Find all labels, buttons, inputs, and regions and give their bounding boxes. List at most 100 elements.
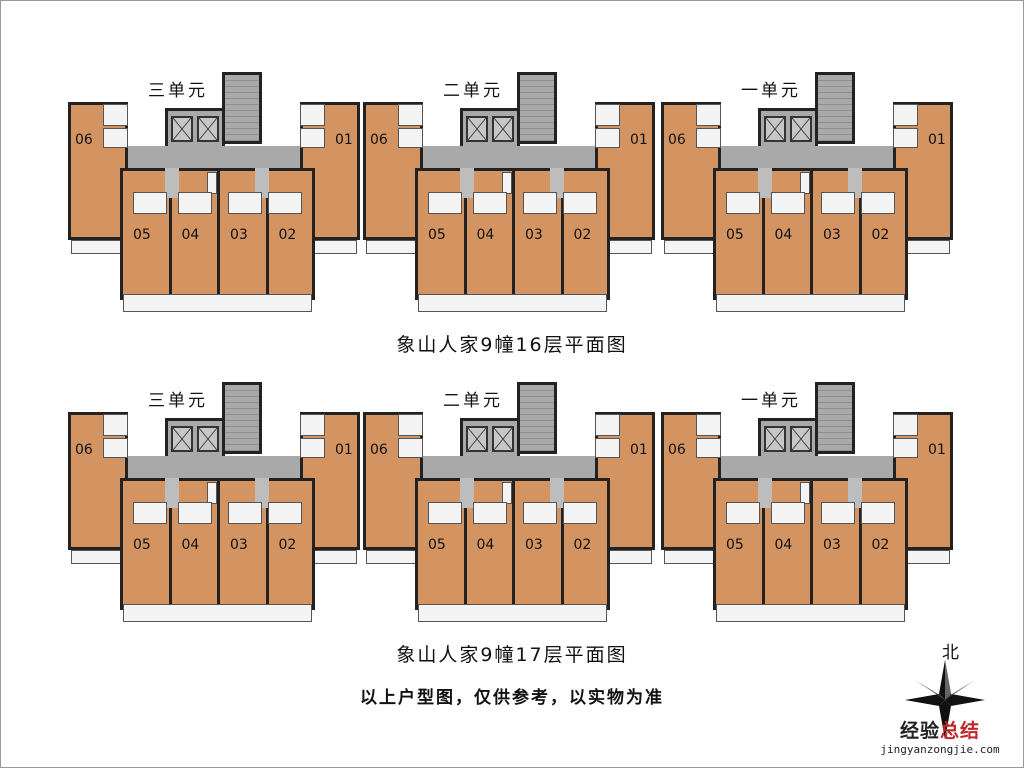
apartment-number: 03 bbox=[823, 227, 841, 243]
apartment-number: 06 bbox=[668, 442, 686, 458]
bathroom bbox=[103, 414, 128, 436]
apartment-wall bbox=[761, 478, 765, 610]
bathroom bbox=[178, 192, 212, 214]
corridor bbox=[415, 146, 610, 172]
apartment-number: 02 bbox=[573, 537, 592, 553]
unit-label: 一单元 bbox=[741, 81, 801, 101]
shaft bbox=[502, 172, 512, 194]
elevator-icon bbox=[466, 426, 488, 452]
plan-title: 象山人家9幢17层平面图 bbox=[396, 644, 628, 666]
plan-title: 象山人家9幢16层平面图 bbox=[396, 334, 628, 356]
bathroom bbox=[821, 192, 855, 214]
bathroom bbox=[595, 128, 620, 148]
apartment-wall bbox=[512, 478, 515, 610]
apartment-wall bbox=[217, 478, 220, 610]
corridor bbox=[120, 456, 315, 482]
apartment-number: 03 bbox=[230, 537, 248, 553]
watermark-url: jingyanzongjie.com bbox=[880, 743, 1000, 756]
apartment-wall bbox=[168, 168, 172, 300]
apartment-wall bbox=[512, 168, 515, 300]
bathroom bbox=[595, 438, 620, 458]
bathroom bbox=[595, 104, 620, 126]
bathroom bbox=[228, 502, 262, 524]
apartment-wall bbox=[560, 478, 564, 610]
apartment-number: 01 bbox=[335, 132, 353, 148]
stairwell bbox=[517, 72, 557, 144]
service-shaft bbox=[255, 478, 269, 508]
watermark-text-2: 总结 bbox=[940, 720, 981, 742]
apartment-number: 04 bbox=[181, 227, 200, 243]
service-shaft bbox=[165, 168, 179, 198]
stairwell bbox=[815, 382, 855, 454]
shaft bbox=[502, 482, 512, 504]
apartment-number: 03 bbox=[525, 537, 543, 553]
apartment-wall bbox=[761, 168, 765, 300]
apartment-number: 05 bbox=[428, 537, 446, 553]
apartment-wall bbox=[463, 478, 467, 610]
balcony bbox=[664, 550, 716, 564]
apartment-number: 05 bbox=[133, 227, 151, 243]
bathroom bbox=[893, 414, 918, 436]
apartment-number: 04 bbox=[476, 537, 495, 553]
apartment-number: 02 bbox=[278, 537, 297, 553]
bathroom bbox=[696, 104, 721, 126]
corridor bbox=[415, 456, 610, 482]
disclaimer-note: 以上户型图，仅供参考，以实物为准 bbox=[360, 688, 664, 708]
north-label: 北 bbox=[942, 643, 959, 663]
bathroom bbox=[300, 438, 325, 458]
apartment-wall bbox=[265, 168, 269, 300]
apartment-number: 06 bbox=[370, 442, 388, 458]
service-shaft bbox=[255, 168, 269, 198]
apartment-wall bbox=[217, 168, 220, 300]
service-shaft bbox=[460, 478, 474, 508]
bathroom bbox=[473, 502, 507, 524]
apartment-number: 05 bbox=[428, 227, 446, 243]
bathroom bbox=[268, 192, 302, 214]
apartment-number: 05 bbox=[133, 537, 151, 553]
unit-label: 二单元 bbox=[443, 391, 503, 411]
bathroom bbox=[861, 192, 895, 214]
apartment-wall bbox=[560, 168, 564, 300]
corridor bbox=[120, 146, 315, 172]
elevator-icon bbox=[466, 116, 488, 142]
bathroom bbox=[398, 414, 423, 436]
balcony bbox=[664, 240, 716, 254]
bathroom bbox=[398, 104, 423, 126]
bathroom bbox=[300, 104, 325, 126]
stairwell bbox=[222, 382, 262, 454]
bathroom bbox=[103, 104, 128, 126]
bathroom bbox=[771, 502, 805, 524]
bathroom bbox=[771, 192, 805, 214]
apartment-wall bbox=[463, 168, 467, 300]
bathroom bbox=[696, 438, 721, 458]
apartment-number: 05 bbox=[726, 227, 744, 243]
bathroom bbox=[428, 192, 462, 214]
north-star-compass-icon bbox=[905, 660, 985, 740]
apartment-number: 06 bbox=[370, 132, 388, 148]
bathroom bbox=[595, 414, 620, 436]
elevator-icon bbox=[171, 426, 193, 452]
apartment-wall bbox=[810, 168, 813, 300]
apartment-number: 02 bbox=[278, 227, 297, 243]
service-shaft bbox=[848, 478, 862, 508]
apartment-number: 01 bbox=[928, 442, 946, 458]
bathroom bbox=[726, 502, 760, 524]
elevator-icon bbox=[492, 426, 514, 452]
apartment-number: 04 bbox=[476, 227, 495, 243]
bathroom bbox=[428, 502, 462, 524]
elevator-icon bbox=[790, 116, 812, 142]
apartment-number: 04 bbox=[181, 537, 200, 553]
balcony-strip bbox=[716, 604, 905, 622]
apartment-number: 06 bbox=[75, 132, 93, 148]
service-shaft bbox=[550, 168, 564, 198]
balcony-strip bbox=[123, 294, 312, 312]
apartment-number: 01 bbox=[335, 442, 353, 458]
shaft bbox=[207, 172, 217, 194]
service-shaft bbox=[460, 168, 474, 198]
elevator-icon bbox=[790, 426, 812, 452]
